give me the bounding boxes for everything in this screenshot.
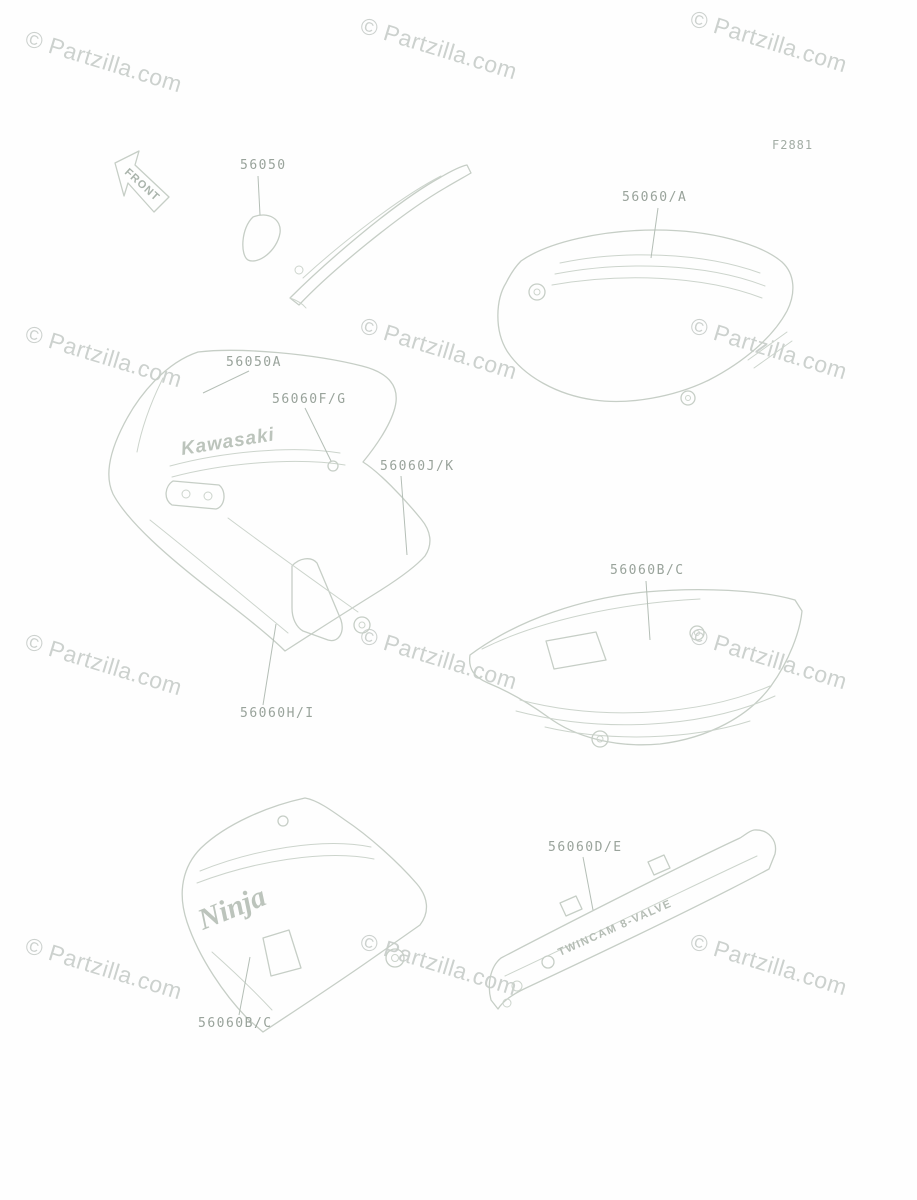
part-tail-cover <box>497 229 794 406</box>
ninja-decal: Ninja <box>192 880 270 937</box>
part-label-56060-hi[interactable]: 56060H/I <box>240 706 315 721</box>
part-label-56060-jk[interactable]: 56060J/K <box>380 459 455 474</box>
part-windshield-trim <box>289 164 472 309</box>
part-label-56060-de[interactable]: 56060D/E <box>548 840 623 855</box>
part-decal-56050 <box>242 214 281 262</box>
part-label-56050[interactable]: 56050 <box>240 158 287 173</box>
twincam-decal: TWINCAM 8-VALVE <box>556 898 674 959</box>
part-upper-fairing-left: Kawasaki <box>108 349 431 652</box>
part-label-56050a[interactable]: 56050A <box>226 355 282 370</box>
part-label-56060-fg[interactable]: 56060F/G <box>272 392 347 407</box>
part-lower-fairing-left: Ninja <box>181 797 428 1033</box>
leader-lines <box>202 175 659 1016</box>
part-label-56060-a[interactable]: 56060/A <box>622 190 688 205</box>
front-direction-arrow: FRONT <box>114 150 170 213</box>
part-side-cover-strip: TWINCAM 8-VALVE <box>488 829 777 1010</box>
part-label-56060-bc-right[interactable]: 56060B/C <box>610 563 685 578</box>
part-label-56060-bc-left[interactable]: 56060B/C <box>198 1016 273 1031</box>
figure-reference: F2881 <box>772 138 814 152</box>
part-lower-cowl-right <box>468 588 803 748</box>
